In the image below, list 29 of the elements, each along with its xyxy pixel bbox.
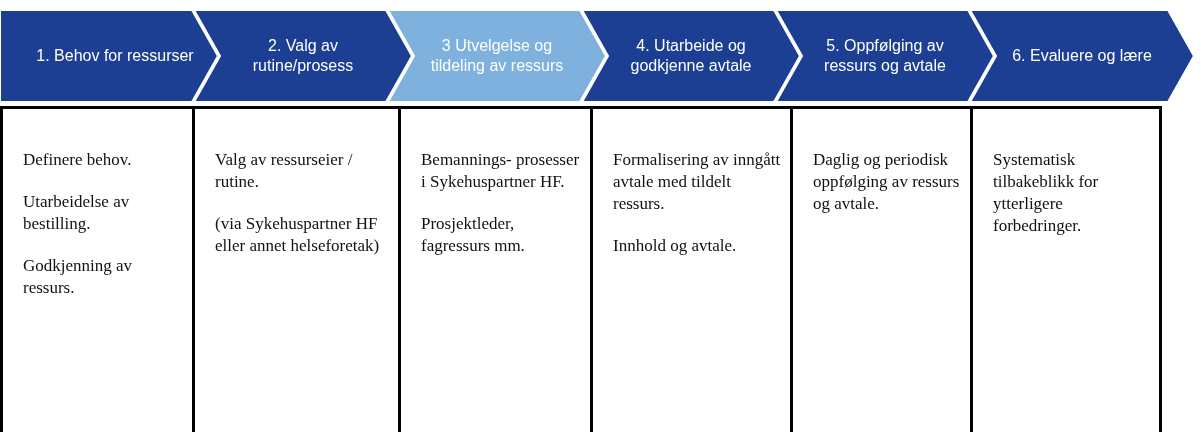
stage-text: (via Sykehuspartner HF eller annet helseforetak) bbox=[215, 213, 381, 257]
step-header-banner bbox=[970, 10, 1194, 102]
stage-text: Utarbeidelse av bestilling. bbox=[23, 191, 131, 235]
stage-box bbox=[192, 106, 398, 432]
stage-box bbox=[790, 106, 970, 432]
step-header-banner bbox=[194, 10, 412, 102]
step-label: 2. Valg av rutine/prosess bbox=[251, 36, 355, 76]
stage-box bbox=[590, 106, 790, 432]
stage-text: Systematisk tilbakeblikk for ytterligere forbedringer. bbox=[993, 149, 1100, 237]
step-header-banner bbox=[776, 10, 994, 102]
stage-text: Innhold og avtale. bbox=[613, 235, 738, 257]
step-label: 6. Evaluere og lære bbox=[1011, 46, 1153, 66]
stage-box bbox=[970, 106, 1162, 432]
step-label: 4. Utarbeide og godkjenne avtale bbox=[629, 36, 753, 76]
stage-text: Daglig og periodisk oppfølging av ressurs og avtale. bbox=[813, 149, 961, 215]
step-label: 5. Oppfølging av ressurs og avtale bbox=[823, 36, 947, 76]
step-header-banner bbox=[0, 10, 218, 102]
step-header-banner bbox=[582, 10, 800, 102]
stage-text: Definere behov. bbox=[23, 149, 133, 171]
step-label: 1. Behov for ressurser bbox=[35, 46, 195, 66]
stage-box bbox=[398, 106, 590, 432]
step-header-banner bbox=[388, 10, 606, 102]
step-label: 3 Utvelgelse og tildeling av ressurs bbox=[429, 36, 565, 76]
stage-text: Bemannings- prosesser i Sykehuspartner HF. bbox=[421, 149, 581, 193]
stage-text: Godkjenning av ressurs. bbox=[23, 255, 134, 299]
stage-text: Valg av ressurseier / rutine. bbox=[215, 149, 354, 193]
stage-box bbox=[0, 106, 192, 432]
stage-text: Formalisering av inngått avtale med tildelt ressurs. bbox=[613, 149, 782, 215]
stage-text: Prosjektleder, fagressurs mm. bbox=[421, 213, 526, 257]
